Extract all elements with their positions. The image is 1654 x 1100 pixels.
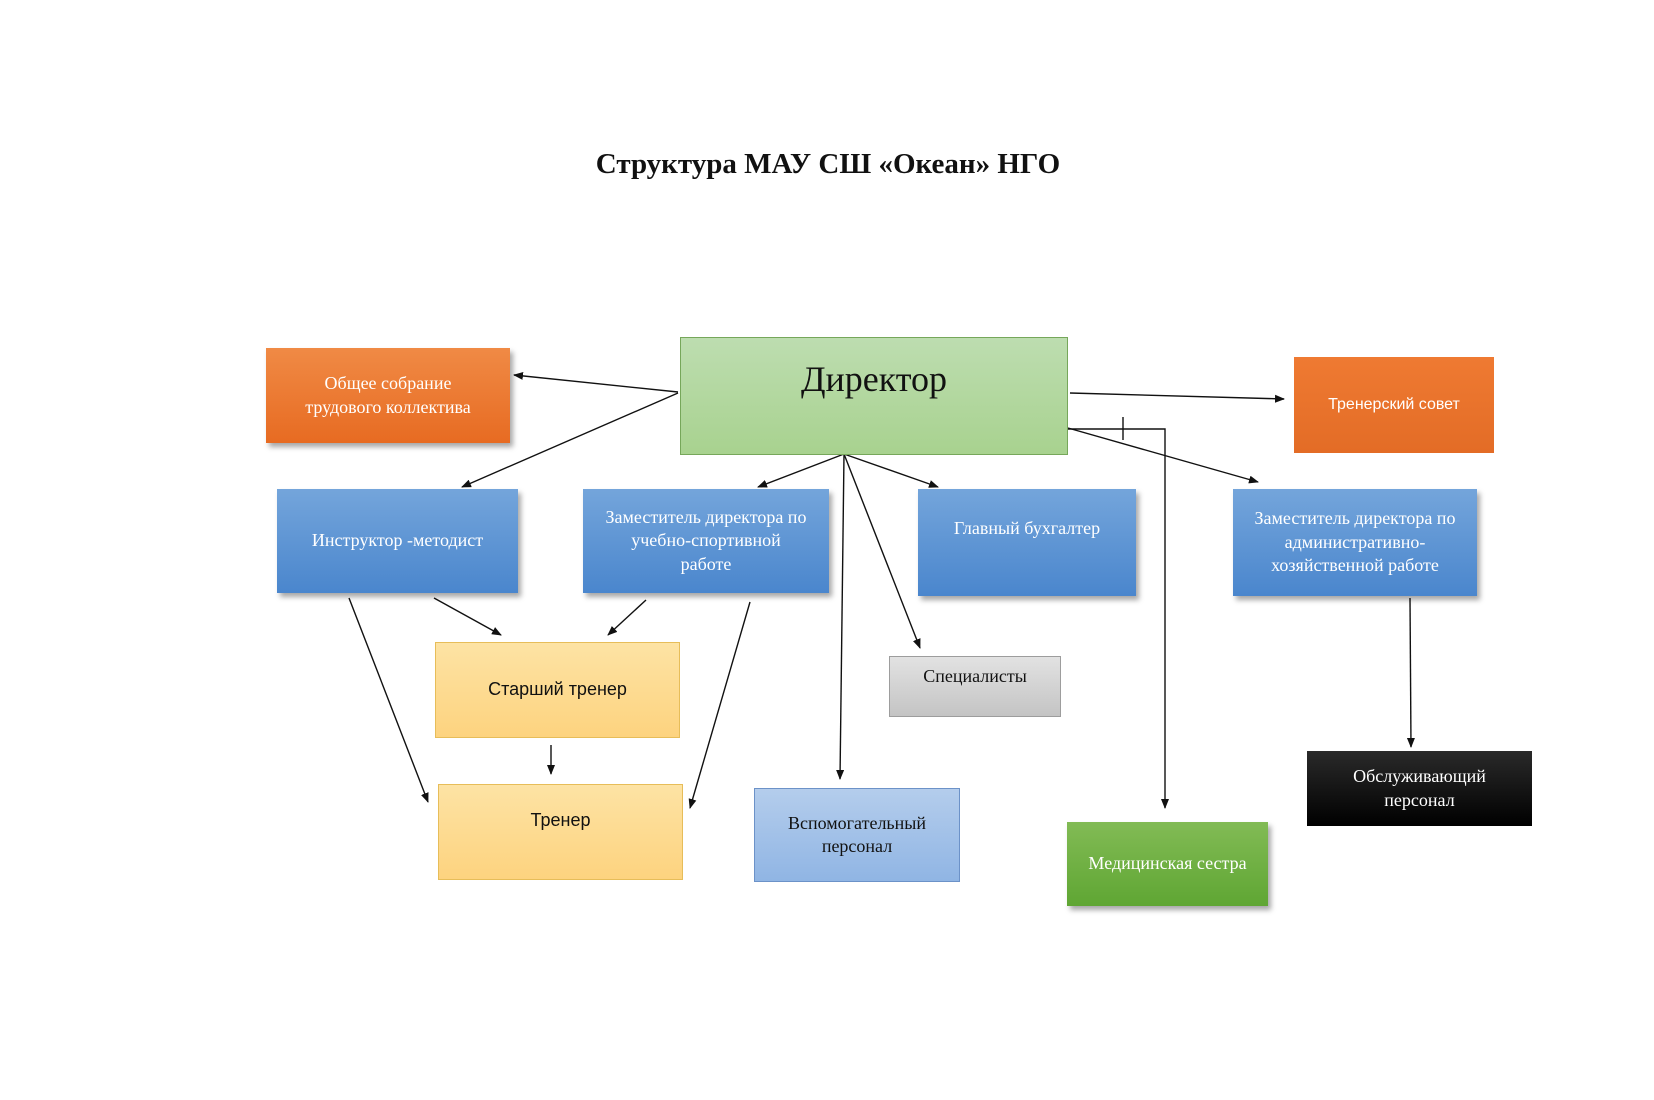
arrow-director-to-general-meeting: [513, 371, 679, 393]
nurse-box: Медицинская сестра: [1067, 822, 1268, 906]
coach-box: Тренер: [438, 784, 683, 880]
coach-council-label: Тренерский совет: [1328, 395, 1460, 413]
specialists-box: Специалисты: [889, 656, 1061, 717]
specialists-label: Специалисты: [923, 666, 1027, 686]
general-meeting-box: Общее собрание трудового коллектива: [266, 348, 510, 443]
deputy-admin-label: Заместитель директора по административно…: [1254, 508, 1456, 576]
service-staff-label: Обслуживающий персонал: [1353, 766, 1486, 810]
arrow-director-to-support-staff: [836, 453, 845, 780]
diagram-title: Структура МАУ СШ «Океан» НГО: [595, 148, 1061, 180]
general-meeting-label: Общее собрание трудового коллектива: [305, 373, 471, 417]
arrow-deputy-admin-to-service-staff: [1406, 597, 1415, 748]
arrow-deputy-sport-to-senior-coach: [607, 599, 647, 636]
chief-accountant-box: Главный бухгалтер: [918, 489, 1136, 596]
instructor-label: Инструктор -методист: [311, 530, 484, 551]
support-staff-box: Вспомогательный персонал: [754, 788, 960, 882]
deputy-admin-box: Заместитель директора по административно…: [1233, 489, 1477, 596]
deputy-sport-label: Заместитель директора по учебно-спортивн…: [605, 506, 807, 574]
coach-label: Тренер: [530, 810, 591, 830]
support-staff-label: Вспомогательный персонал: [788, 812, 926, 856]
arrow-director-to-nurse: [1068, 428, 1169, 809]
arrow-director-to-deputy-admin: [1067, 427, 1259, 484]
director-label: Директор: [800, 359, 948, 399]
senior-coach-label: Старший тренер: [488, 679, 627, 700]
instructor-box: Инструктор -методист: [277, 489, 518, 593]
deputy-sport-box: Заместитель директора по учебно-спортивн…: [583, 489, 829, 593]
coach-council-box: Тренерский совет: [1294, 357, 1494, 453]
service-staff-box: Обслуживающий персонал: [1307, 751, 1532, 826]
arrow-deputy-sport-to-coach: [688, 601, 751, 809]
arrow-instructor-to-coach: [348, 597, 429, 803]
arrow-director-to-deputy-sport: [757, 453, 845, 488]
arrow-director-to-instructor: [461, 392, 679, 488]
senior-coach-box: Старший тренер: [435, 642, 680, 738]
arrow-director-to-specialists: [843, 453, 921, 649]
arrow-director-to-coach-council: [1069, 392, 1285, 403]
nurse-label: Медицинская сестра: [1088, 853, 1247, 874]
arrow-director-to-chief-accountant: [843, 453, 939, 488]
director-box: Директор: [680, 337, 1068, 455]
chief-accountant-label: Главный бухгалтер: [953, 518, 1101, 538]
arrow-instructor-to-senior-coach: [433, 597, 502, 636]
